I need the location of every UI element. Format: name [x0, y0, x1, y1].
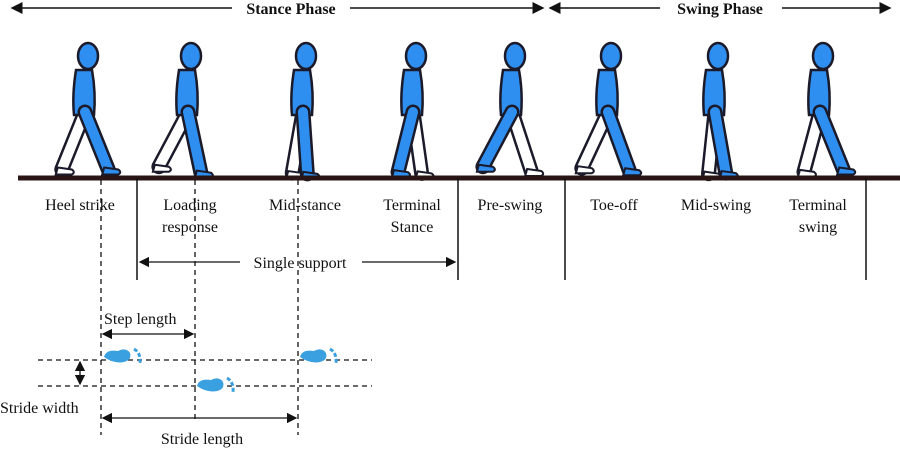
walking-figure [151, 41, 214, 181]
walking-figure [475, 41, 545, 179]
footprint-icon [300, 347, 338, 364]
event-label: Terminal [383, 197, 441, 214]
single-support-label: Single support [254, 255, 347, 272]
stride-width-label: Stride width [0, 400, 79, 417]
walking-figure [574, 41, 643, 178]
event-label: Pre-swing [478, 197, 543, 214]
swing-phase-arrow: Swing Phase [548, 1, 892, 18]
walking-figure [54, 41, 122, 177]
stance-phase-label: Stance Phase [246, 1, 335, 18]
stride-length-label: Stride length [161, 431, 243, 448]
event-label: Loading [163, 197, 216, 214]
phase-dividers [136, 178, 867, 280]
event-label-line2: response [162, 219, 218, 236]
event-label: Toe-off [590, 197, 638, 214]
walking-figure [701, 41, 739, 182]
event-label-line2: Stance [391, 219, 434, 236]
step-length-label: Step length [104, 311, 176, 328]
event-label-line2: swing [799, 219, 837, 236]
stance-phase-arrow: Stance Phase [10, 1, 545, 18]
event-label: Heel strike [45, 197, 115, 214]
event-label: Terminal [789, 197, 847, 214]
walking-figure [284, 41, 321, 182]
footprint-icon [104, 347, 142, 364]
event-label: Mid-stance [269, 197, 341, 214]
event-label: Mid-swing [681, 197, 751, 214]
swing-phase-label: Swing Phase [677, 1, 763, 18]
walking-figure [796, 41, 857, 180]
single-support-arrow: Single support [138, 255, 457, 272]
footprint-icon [197, 376, 235, 393]
walking-figure [390, 41, 435, 181]
